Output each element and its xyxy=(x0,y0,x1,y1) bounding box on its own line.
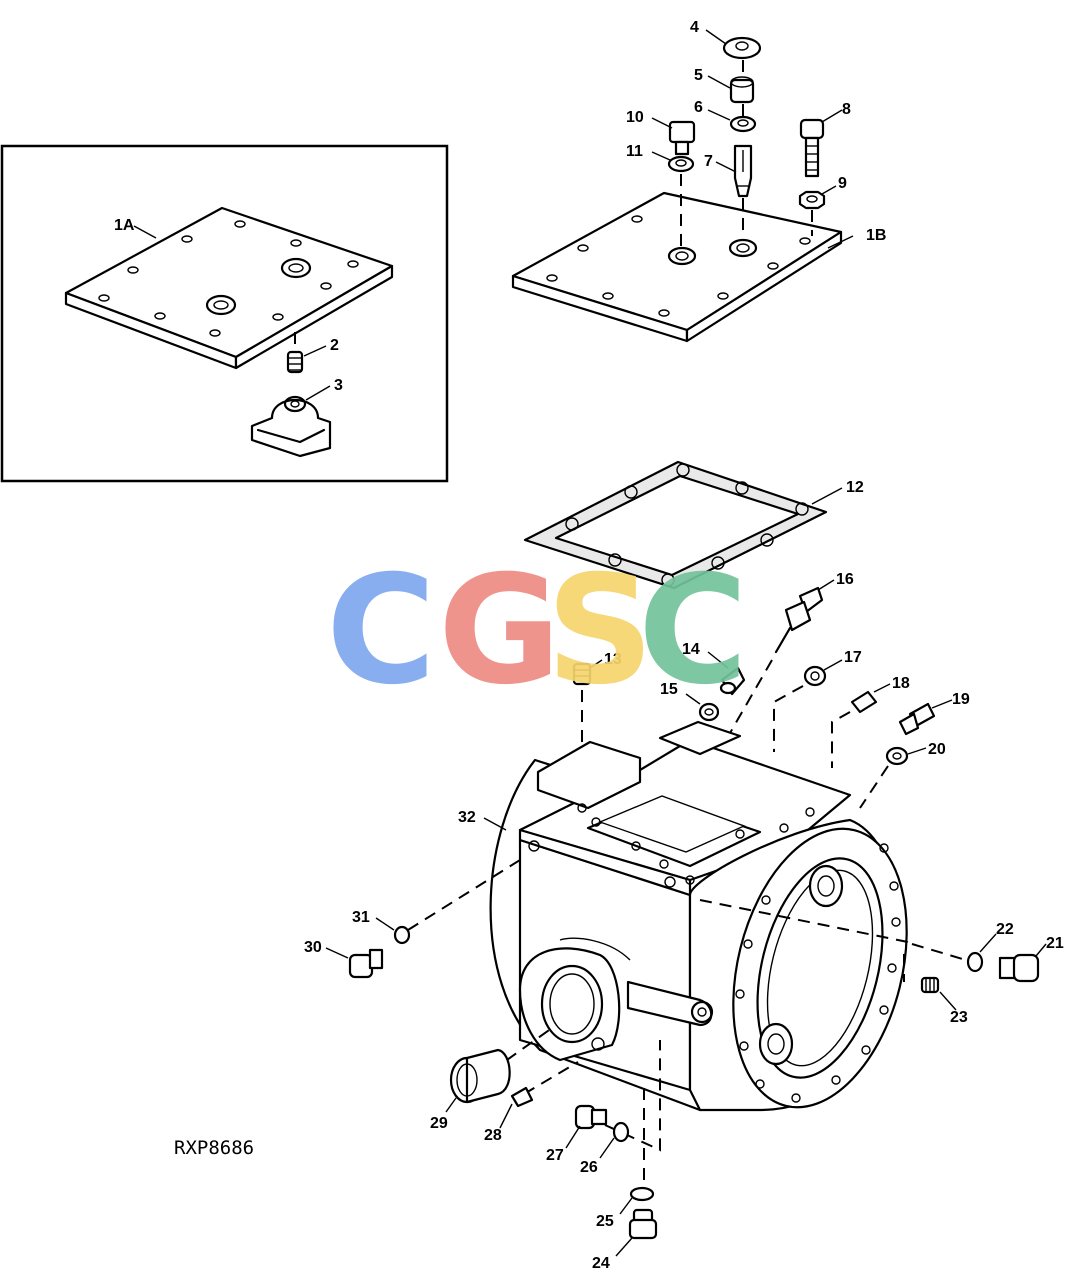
callout-15: 15 xyxy=(660,681,678,698)
callout-9: 9 xyxy=(838,175,847,192)
callout-31: 31 xyxy=(352,909,370,926)
callout-28: 28 xyxy=(484,1127,502,1144)
assembly-lines xyxy=(407,859,967,1182)
callout-6: 6 xyxy=(694,99,703,116)
callout-32: 32 xyxy=(458,809,476,826)
callout-2: 2 xyxy=(330,337,339,354)
cover-plate-1B xyxy=(511,191,843,343)
shift-fork-3 xyxy=(250,395,332,458)
transmission-housing-32 xyxy=(489,720,908,1112)
callout-labels: 1A 1B 2 3 4 5 6 7 8 9 10 11 12 13 14 15 … xyxy=(114,19,1064,1270)
watermark-letter-2: G xyxy=(438,544,561,718)
callout-8: 8 xyxy=(842,101,851,118)
callout-1A: 1A xyxy=(114,217,135,234)
callout-27: 27 xyxy=(546,1147,564,1164)
callout-20: 20 xyxy=(928,741,946,758)
watermark-letter-1: C xyxy=(326,544,436,718)
watermark-letter-4: C xyxy=(638,544,748,718)
callout-5: 5 xyxy=(694,67,703,84)
callout-4: 4 xyxy=(690,19,699,36)
watermark: C G S C xyxy=(326,544,748,718)
reference-code: RXP8686 xyxy=(174,1137,254,1159)
callout-21: 21 xyxy=(1046,935,1064,952)
callout-11: 11 xyxy=(626,143,643,160)
small-parts-top xyxy=(667,36,826,246)
callout-13: 13 xyxy=(604,651,622,668)
callout-7: 7 xyxy=(704,153,713,170)
callout-23: 23 xyxy=(950,1009,968,1026)
callout-25: 25 xyxy=(596,1213,614,1230)
callout-leaders xyxy=(133,29,1047,1257)
callout-16: 16 xyxy=(836,571,854,588)
callout-14: 14 xyxy=(682,641,700,658)
cover-plate-1A xyxy=(64,206,394,370)
callout-22: 22 xyxy=(996,921,1014,938)
callout-24: 24 xyxy=(592,1255,610,1270)
lower-parts xyxy=(348,925,1040,1240)
inset-frame xyxy=(0,144,449,483)
callout-19: 19 xyxy=(952,691,970,708)
callout-29: 29 xyxy=(430,1115,448,1132)
callout-26: 26 xyxy=(580,1159,598,1176)
setscrew-2 xyxy=(286,332,304,374)
callout-12: 12 xyxy=(846,479,864,496)
gasket-12 xyxy=(523,460,828,590)
watermark-letter-3: S xyxy=(546,544,654,718)
callout-3: 3 xyxy=(334,377,343,394)
callout-30: 30 xyxy=(304,939,322,956)
callout-18: 18 xyxy=(892,675,910,692)
callout-1B: 1B xyxy=(866,227,886,244)
callout-17: 17 xyxy=(844,649,862,666)
callout-10: 10 xyxy=(626,109,644,126)
